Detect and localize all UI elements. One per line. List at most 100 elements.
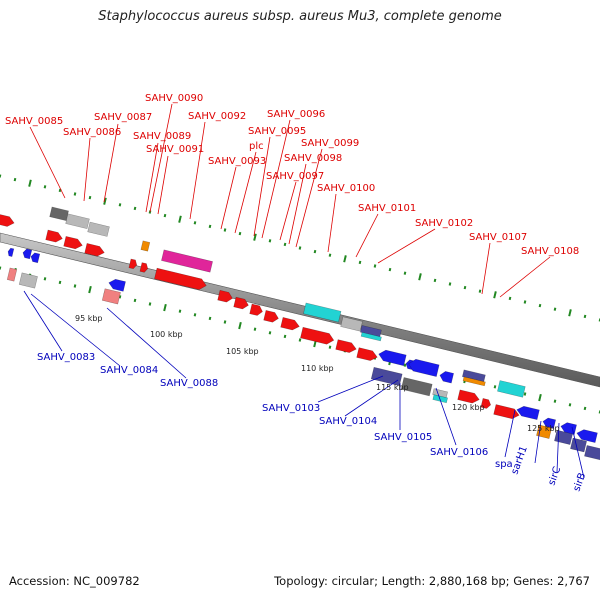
gene-label-sahv-0099[interactable]: SAHV_0099 xyxy=(301,138,359,149)
gene-label-sahv-0093[interactable]: SAHV_0093 xyxy=(208,156,266,167)
gene-feature xyxy=(45,229,63,243)
tick-mark xyxy=(313,249,317,254)
scale-tick-115: 115 kbp xyxy=(376,383,409,392)
gene-label-sahv-0089[interactable]: SAHV_0089 xyxy=(133,131,191,142)
gene-label-sahv-0092[interactable]: SAHV_0092 xyxy=(188,111,246,122)
gene-label-sahv-0096[interactable]: SAHV_0096 xyxy=(267,109,325,120)
gene-feature xyxy=(300,326,335,345)
tick-mark xyxy=(508,296,512,301)
tick-mark xyxy=(253,327,257,331)
leader-line xyxy=(499,256,551,298)
gene-feature xyxy=(161,249,213,273)
gene-label-sahv-0088[interactable]: SAHV_0088 xyxy=(160,378,218,389)
tick-mark xyxy=(343,255,347,263)
gene-feature xyxy=(280,317,300,331)
gene-feature xyxy=(217,289,233,303)
gene-label-sirb[interactable]: sirB xyxy=(571,471,588,493)
gene-feature xyxy=(516,405,540,420)
leader-line xyxy=(534,420,542,464)
gene-feature xyxy=(570,437,587,453)
gene-feature xyxy=(356,347,378,361)
tick-mark xyxy=(178,309,182,313)
tick-mark xyxy=(403,271,407,275)
tick-mark xyxy=(58,280,62,285)
gene-feature xyxy=(30,252,41,264)
gene-feature xyxy=(432,394,448,404)
leader-line xyxy=(23,290,63,352)
tick-mark xyxy=(313,339,317,348)
gene-label-sahv-0090[interactable]: SAHV_0090 xyxy=(145,93,203,104)
leader-line xyxy=(571,426,585,479)
gene-label-sahv-0102[interactable]: SAHV_0102 xyxy=(415,218,473,229)
plus-strand-labels: SAHV_0085 SAHV_0086 SAHV_0087 SAHV_0089 … xyxy=(5,93,579,257)
gene-label-sahv-0085[interactable]: SAHV_0085 xyxy=(5,116,63,127)
gene-label-sahv-0104[interactable]: SAHV_0104 xyxy=(319,416,377,427)
gene-feature xyxy=(154,267,207,290)
gene-label-sahv-0103[interactable]: SAHV_0103 xyxy=(262,403,320,414)
gene-label-sahv-0084[interactable]: SAHV_0084 xyxy=(100,365,158,376)
gene-feature xyxy=(18,272,38,289)
tick-mark xyxy=(538,303,542,308)
tick-mark xyxy=(253,233,257,241)
scale-tick-110: 110 kbp xyxy=(301,364,334,373)
gene-feature xyxy=(439,371,454,384)
backbone xyxy=(0,232,600,388)
leader-line xyxy=(189,121,206,220)
gene-label-sahv-0100[interactable]: SAHV_0100 xyxy=(317,183,375,194)
leader-line xyxy=(234,151,257,234)
gene-label-sahv-0098[interactable]: SAHV_0098 xyxy=(284,153,342,164)
gene-label-plc[interactable]: plc xyxy=(249,141,264,152)
gene-label-sahv-0105[interactable]: SAHV_0105 xyxy=(374,432,432,443)
gene-feature xyxy=(87,221,110,237)
tick-mark xyxy=(388,267,392,272)
gene-label-sahv-0107[interactable]: SAHV_0107 xyxy=(469,232,527,243)
leader-line xyxy=(83,137,91,202)
leader-line xyxy=(30,293,121,367)
tick-mark xyxy=(88,195,92,200)
gene-label-sahv-0086[interactable]: SAHV_0086 xyxy=(63,127,121,138)
tick-mark xyxy=(568,403,572,407)
tick-mark xyxy=(163,303,167,312)
tick-tracks xyxy=(0,174,600,414)
gene-feature xyxy=(22,248,33,260)
gene-feature xyxy=(140,240,151,252)
leader-line xyxy=(261,119,291,239)
tick-mark xyxy=(118,203,122,207)
gene-label-sahv-0095[interactable]: SAHV_0095 xyxy=(248,126,306,137)
leader-line xyxy=(145,142,159,213)
gene-label-sahv-0087[interactable]: SAHV_0087 xyxy=(94,112,152,123)
leader-line xyxy=(355,213,379,258)
leader-line xyxy=(157,155,169,215)
gene-label-sahv-0091[interactable]: SAHV_0091 xyxy=(146,144,204,155)
tick-mark xyxy=(73,192,77,196)
gene-label-sirc[interactable]: sirC xyxy=(546,465,563,487)
gene-label-sahv-0101[interactable]: SAHV_0101 xyxy=(358,203,416,214)
tick-mark xyxy=(223,228,227,232)
gene-label-spa[interactable]: spa xyxy=(495,459,513,470)
minus-strand-labels: SAHV_0083 SAHV_0084 SAHV_0088 SAHV_0103 … xyxy=(37,352,588,493)
gene-feature xyxy=(497,380,526,398)
tick-mark xyxy=(418,273,422,281)
gene-label-sahv-0108[interactable]: SAHV_0108 xyxy=(521,246,579,257)
scale-tick-120: 120 kbp xyxy=(452,403,485,412)
gene-label-sahv-0097[interactable]: SAHV_0097 xyxy=(266,171,324,182)
gene-feature xyxy=(263,310,279,323)
gene-label-sahv-0106[interactable]: SAHV_0106 xyxy=(430,447,488,458)
tick-mark xyxy=(178,215,182,223)
tick-mark xyxy=(328,253,332,257)
gene-feature xyxy=(303,302,342,323)
gene-label-sahv-0083[interactable]: SAHV_0083 xyxy=(37,352,95,363)
tick-mark xyxy=(193,313,197,317)
gene-feature xyxy=(360,332,382,342)
leader-line xyxy=(481,242,491,295)
gene-feature xyxy=(49,206,69,221)
gene-feature xyxy=(7,247,15,257)
leader-line xyxy=(344,379,399,417)
tick-mark xyxy=(433,278,437,283)
leader-line xyxy=(220,166,237,230)
scale-tick-100: 100 kbp xyxy=(150,330,183,339)
tick-mark xyxy=(268,331,272,335)
map-title: Staphylococcus aureus subsp. aureus Mu3,… xyxy=(98,9,502,24)
scale-tick-125: 125 kbp xyxy=(527,424,560,433)
